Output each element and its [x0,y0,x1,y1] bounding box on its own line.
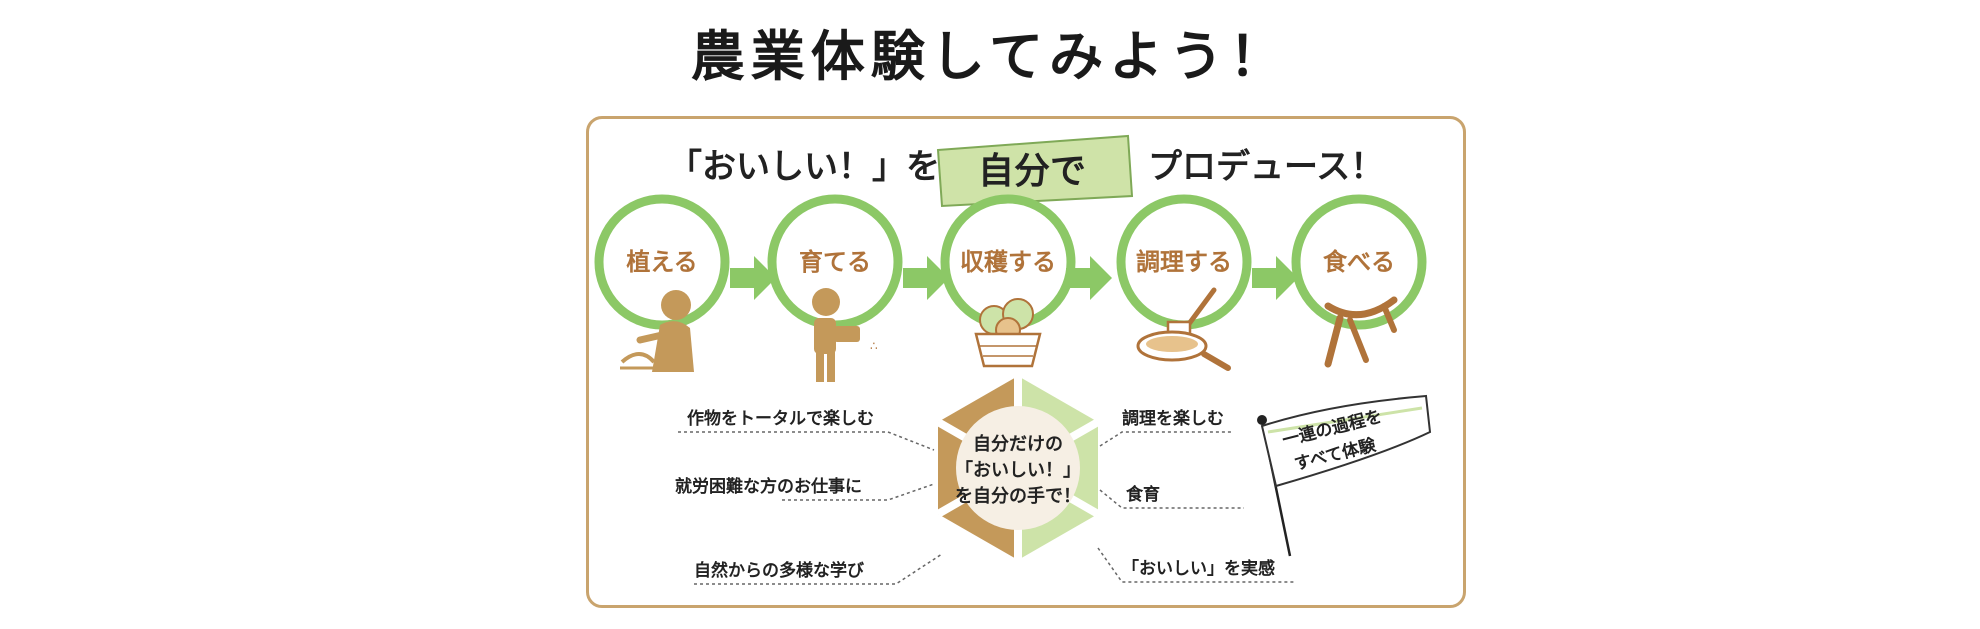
flag-cloth [1260,394,1432,488]
step-label: 収穫する [960,248,1056,276]
chopsticks-bowl-icon [1324,296,1398,368]
step-eat: 食べる [1291,194,1427,368]
benefit-right-1: 調理を楽しむ [1099,408,1232,447]
step-label: 植える [626,248,697,276]
headline-left: 「おいしい！」を [668,147,940,187]
planting-person-icon [620,290,694,372]
svg-text:を自分の手で！: を自分の手で！ [955,485,1081,507]
benefit-right-3: 「おいしい」を実感 [1097,547,1296,583]
svg-text:食育: 食育 [1126,484,1160,505]
svg-text:自分だけの: 自分だけの [973,433,1063,455]
benefit-left-3: 自然からの多様な学び [694,553,943,585]
step-cook: 調理する [1116,194,1252,371]
step-ring [1291,194,1427,330]
step-harvest: 収穫する [940,194,1076,368]
headline-highlight: 自分で [978,151,1086,192]
arrow-icon [730,256,776,300]
watering-person-icon: ∴ [812,288,878,382]
benefit-right-2: 食育 [1099,484,1244,509]
arrow-icon [1066,256,1112,300]
step-label: 育てる [799,248,871,276]
cooking-pan-icon [1136,287,1231,371]
benefit-left-1: 作物をトータルで楽しむ [678,408,935,451]
headline-right: プロデュース！ [1148,147,1384,187]
highlight-banner [936,134,1134,208]
svg-text:作物をトータルで楽しむ: 作物をトータルで楽しむ [687,408,874,429]
benefit-left-2: 就労困難な方のお仕事に [675,476,935,501]
svg-text:就労困難な方のお仕事に: 就労困難な方のお仕事に [675,476,862,497]
hub-hexagon: 自分だけの 「おいしい！」 を自分の手で！ [936,376,1100,560]
svg-text:「おいしい！」: 「おいしい！」 [955,459,1081,481]
flag: 一連の過程を すべて体験 [1257,394,1432,557]
step-label: 食べる [1323,248,1395,276]
harvest-basket-icon [974,298,1042,368]
step-plant: 植える [594,194,730,372]
svg-text:自然からの多様な学び: 自然からの多様な学び [694,560,864,581]
svg-text:∴: ∴ [870,339,878,353]
svg-text:「おいしい」を実感: 「おいしい」を実感 [1122,558,1275,579]
step-label: 調理する [1136,248,1232,276]
step-grow: 育てる ∴ [767,194,903,382]
hub-center [956,406,1080,530]
svg-text:調理を楽しむ: 調理を楽しむ [1122,408,1224,429]
arrow-icon [903,256,949,300]
arrow-icon [1252,256,1298,300]
page-title: 農業体験してみよう！ [690,25,1290,88]
